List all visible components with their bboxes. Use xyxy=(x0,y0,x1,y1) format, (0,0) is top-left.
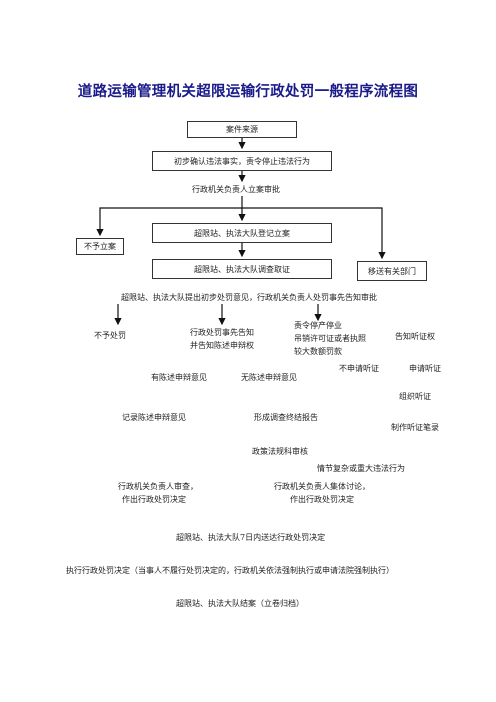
transfer-box: 移送有关部门 xyxy=(357,261,427,281)
prior-notice-text-1: 行政处罚事先告知 xyxy=(190,328,254,337)
leader-approval-text: 行政机关负责人立案审批 xyxy=(192,185,280,194)
initial-opinion-text: 超限站、执法大队提出初步处罚意见，行政机关负责人处罚事先告知审批 xyxy=(121,293,377,302)
arrow-branch-no-filing xyxy=(96,207,242,237)
serve-decision-text: 超限站、执法大队7日内送达行政处罚决定 xyxy=(176,533,326,542)
legal-review-text: 政策法规科审核 xyxy=(252,447,308,456)
notify-hearing-text: 告知听证权 xyxy=(395,332,435,341)
no-filing-label: 不予立案 xyxy=(84,242,116,251)
no-penalty-text: 不予处罚 xyxy=(94,331,126,340)
initial-confirm-label: 初步确认违法事实，责令停止违法行为 xyxy=(174,156,310,166)
complex-case-text: 情节复杂或重大违法行为 xyxy=(317,464,405,473)
register-case-label: 超限站、执法大队登记立案 xyxy=(194,228,290,238)
arrow-branch-transfer xyxy=(242,207,386,260)
request-hearing-text: 申请听证 xyxy=(409,364,441,373)
execute-text: 执行行政处罚决定（当事人不履行处罚决定的，行政机关依法强制执行或申请法院强制执行… xyxy=(66,566,394,575)
no-hearing-request-text: 不申请听证 xyxy=(339,364,379,373)
heavy-penalty-text-3: 较大数额罚款 xyxy=(294,347,342,356)
case-source-box: 案件来源 xyxy=(187,121,297,138)
prior-notice-text-2: 并告知陈述申辩权 xyxy=(190,341,254,350)
heavy-penalty-text-2: 吊销许可证或者执照 xyxy=(294,334,366,343)
no-filing-box: 不予立案 xyxy=(76,238,124,255)
collective-text-1: 行政机关负责人集体讨论， xyxy=(274,482,370,491)
register-case-box: 超限站、执法大队登记立案 xyxy=(152,223,332,243)
investigate-label: 超限站、执法大队调查取证 xyxy=(194,264,290,274)
investigate-box: 超限站、执法大队调查取证 xyxy=(152,259,332,279)
case-source-label: 案件来源 xyxy=(226,125,258,134)
record-statement-text: 记录陈述申辩意见 xyxy=(122,413,186,422)
collective-text-2: 作出行政处罚决定 xyxy=(290,495,354,504)
close-case-text: 超限站、执法大队结案（立卷归档） xyxy=(176,599,304,608)
page-title: 道路运输管理机关超限运输行政处罚一般程序流程图 xyxy=(77,84,419,100)
hearing-transcript-text: 制作听证笔录 xyxy=(391,423,439,432)
with-statement-text: 有陈述申辩意见 xyxy=(151,373,207,382)
no-statement-text: 无陈述申辩意见 xyxy=(241,373,297,382)
leader-review-text-2: 作出行政处罚决定 xyxy=(122,495,186,504)
heavy-penalty-text-1: 责令停产停业 xyxy=(294,321,342,330)
transfer-label: 移送有关部门 xyxy=(368,266,416,276)
final-report-text: 形成调查终结报告 xyxy=(254,413,318,422)
leader-review-text-1: 行政机关负责人审查， xyxy=(118,482,198,491)
organize-hearing-text: 组织听证 xyxy=(399,392,431,401)
initial-confirm-box: 初步确认违法事实，责令停止违法行为 xyxy=(152,151,332,171)
